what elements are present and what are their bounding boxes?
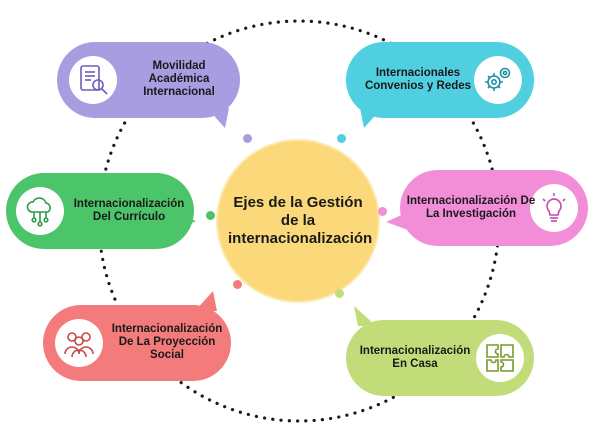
center-hub-fill: Ejes de la Gestión de la internacionaliz…: [216, 139, 380, 303]
puzzle-icon: [486, 344, 514, 372]
node-label: Internacionales Convenios y Redes: [364, 67, 472, 92]
icon-badge: [16, 187, 64, 235]
accent-dot-cyan: [337, 134, 346, 143]
bubble-tail: [207, 108, 229, 128]
icon-badge: [530, 184, 578, 232]
bubble-tail: [195, 291, 217, 311]
icon-badge: [69, 56, 117, 104]
center-title: Ejes de la Gestión de la internacionaliz…: [228, 194, 373, 247]
accent-dot-lime: [335, 289, 344, 298]
icon-badge: [474, 56, 522, 104]
accent-dot-coral: [233, 280, 242, 289]
bubble-tail: [174, 213, 196, 231]
node-en-casa: Internacionalización En Casa: [346, 306, 534, 396]
node-proyeccion-social: Internacionalización De La Proyección So…: [43, 291, 231, 381]
node-investigacion: Internacionalización De La Investigación: [386, 170, 588, 246]
bubble-tail: [386, 212, 408, 230]
icon-badge: [55, 319, 103, 367]
bubble-tail: [354, 306, 376, 326]
accent-dot-purple: [243, 134, 252, 143]
node-convenios-redes: Internacionales Convenios y Redes: [346, 42, 534, 128]
node-label: Movilidad Académica Internacional: [143, 60, 215, 98]
node-movilidad-academica: Movilidad Académica Internacional: [57, 42, 240, 128]
gears-icon: [485, 67, 511, 91]
node-label: Internacionalización De La Investigación: [406, 195, 536, 220]
node-label: Internacionalización De La Proyección So…: [111, 323, 223, 361]
people-icon: [64, 332, 94, 358]
lightbulb-icon: [542, 193, 566, 222]
icon-badge: [476, 334, 524, 382]
node-label: Internacionalización Del Currículo: [73, 198, 185, 223]
cloud-network-icon: [26, 197, 51, 227]
accent-dot-pink: [378, 207, 387, 216]
node-curriculo: Internacionalización Del Currículo: [6, 173, 196, 249]
center-hub: Ejes de la Gestión de la internacionaliz…: [210, 133, 386, 309]
bubble-tail: [360, 108, 382, 128]
accent-dot-green: [206, 211, 215, 220]
document-search-icon: [80, 65, 108, 95]
node-label: Internacionalización En Casa: [359, 345, 471, 370]
